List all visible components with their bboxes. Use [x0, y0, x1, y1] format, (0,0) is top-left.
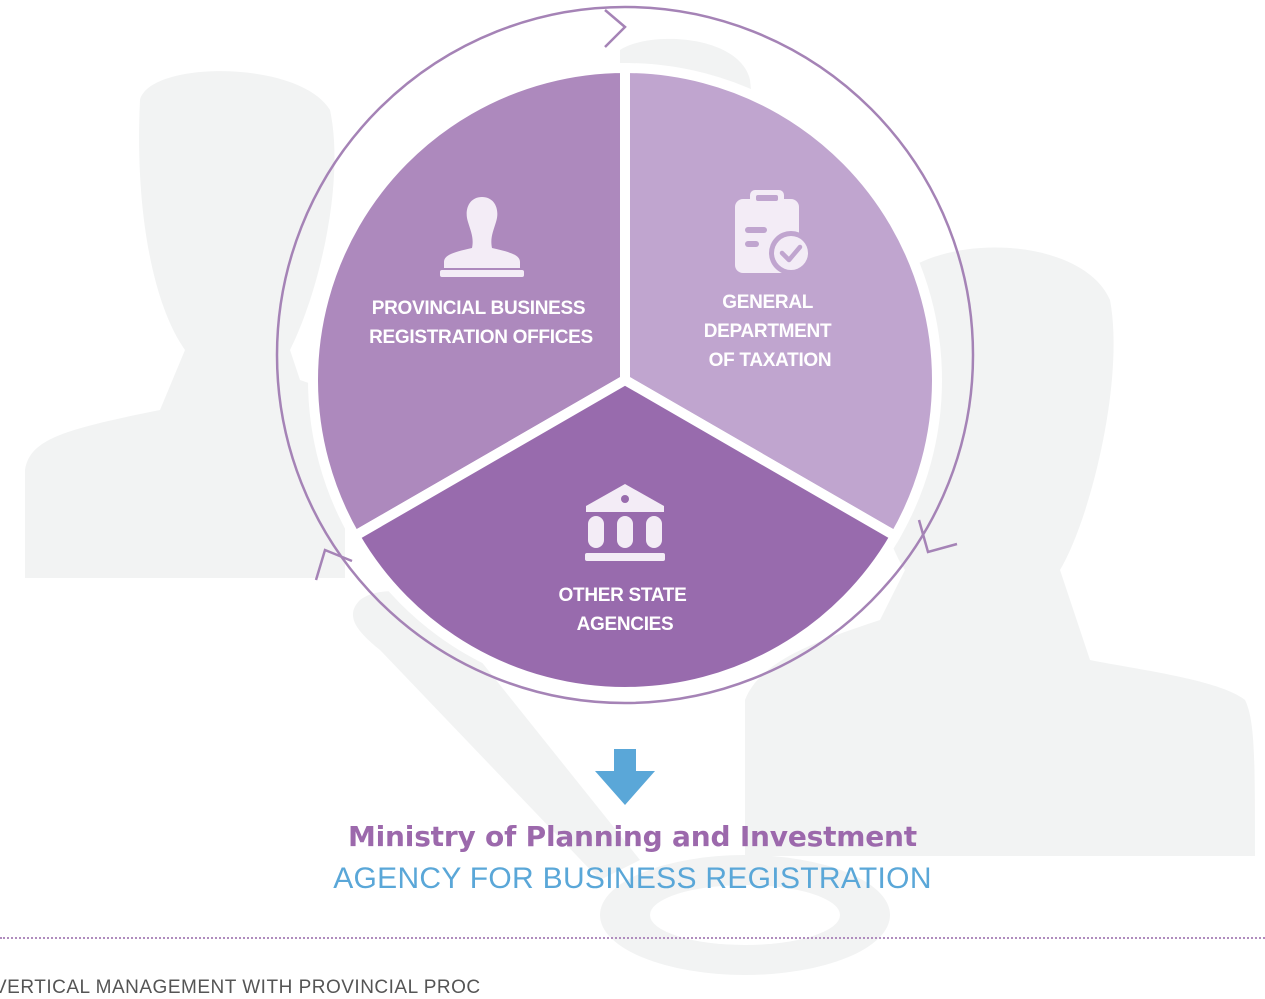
label-taxation: GENERAL DEPARTMENT OF TAXATION: [704, 292, 837, 371]
label-provincial-line-1: PROVINCIAL BUSINESS: [372, 298, 586, 319]
clipboard-check-icon: [735, 190, 813, 275]
dotted-divider: [0, 937, 1265, 939]
ring-arrowhead-left-icon: [314, 548, 353, 581]
label-taxation-line-3: OF TAXATION: [709, 350, 832, 371]
segment-taxation: [620, 62, 942, 543]
stamp-icon: [440, 197, 524, 277]
footer-caption: VERTICAL MANAGEMENT WITH PROVINCIAL PROC: [0, 977, 481, 998]
person-silhouette-left: [25, 71, 345, 578]
ring-arrowhead-top-icon: [604, 9, 627, 48]
down-arrow-icon: [595, 749, 655, 805]
label-other: OTHER STATE AGENCIES: [559, 585, 692, 635]
label-provincial-line-2: REGISTRATION OFFICES: [369, 327, 593, 348]
magnifier-handle: [352, 591, 640, 880]
label-other-line-2: AGENCIES: [577, 614, 674, 635]
label-other-line-1: OTHER STATE: [559, 585, 687, 606]
label-taxation-line-1: GENERAL: [722, 292, 813, 313]
ministry-title: Ministry of Planning and Investment: [348, 820, 917, 853]
ring-arrowhead-right-icon: [917, 519, 958, 554]
outer-ring: [275, 5, 975, 705]
label-provincial: PROVINCIAL BUSINESS REGISTRATION OFFICES: [369, 298, 593, 348]
government-building-icon: [585, 484, 665, 561]
label-taxation-line-2: DEPARTMENT: [704, 321, 832, 342]
segment-provincial: [308, 62, 630, 543]
agency-title: AGENCY FOR BUSINESS REGISTRATION: [333, 862, 932, 895]
